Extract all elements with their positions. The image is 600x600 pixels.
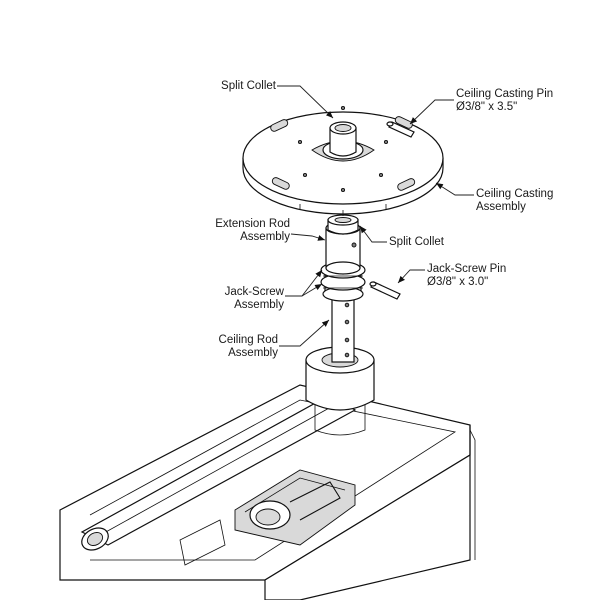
ceiling-casting-pin: [386, 121, 415, 138]
label-split-collet-lower: Split Collet: [389, 236, 444, 248]
horizontal-tube: [80, 394, 357, 551]
leader-lines: [277, 85, 474, 347]
ceiling-casting-plate: [242, 105, 444, 216]
label-ceiling-casting-assembly: Ceiling Casting Assembly: [476, 188, 554, 213]
label-split-collet-top: Split Collet: [221, 80, 276, 92]
label-ceiling-rod-assembly: Ceiling Rod Assembly: [218, 334, 278, 359]
jack-screw-pin: [369, 281, 401, 300]
lower-split-collet: [327, 214, 359, 235]
label-extension-rod-assembly: Extension Rod Assembly: [215, 218, 290, 243]
label-ceiling-casting-pin: Ceiling Casting Pin Ø3/8" x 3.5": [456, 88, 554, 113]
base-housing: [59, 384, 476, 600]
label-jack-screw-assembly: Jack-Screw Assembly: [224, 286, 284, 311]
label-jack-screw-pin: Jack-Screw Pin Ø3/8" x 3.0": [427, 263, 507, 288]
